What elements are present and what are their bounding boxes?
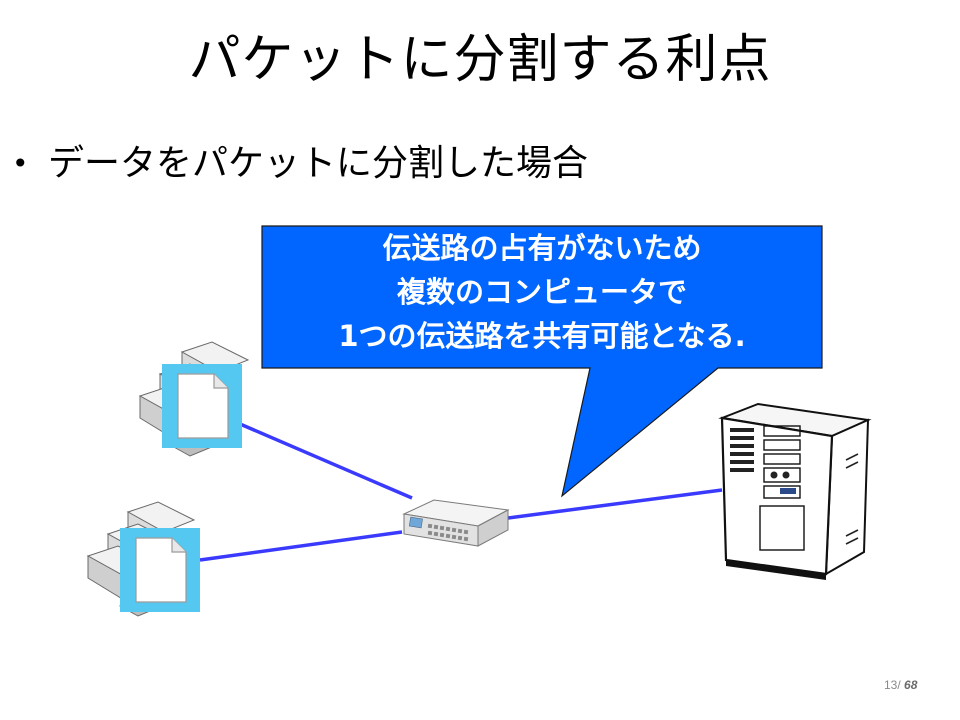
page-number: 13/ 68 — [884, 678, 917, 692]
callout-line-2: 複数のコンピュータで — [396, 275, 687, 309]
link-top-client-to-switch — [239, 422, 413, 500]
server — [718, 402, 872, 580]
link-bottom-client-to-switch — [199, 530, 403, 562]
document-tile-top — [162, 364, 242, 448]
document-tile-bottom — [120, 528, 200, 612]
server-tower-icon — [718, 402, 872, 580]
callout-bubble — [261, 225, 823, 498]
link-switch-to-server — [507, 488, 723, 520]
callout-line-1: 伝送路の占有がないため — [382, 231, 702, 265]
slide-title: パケットに分割する利点 — [188, 30, 772, 90]
page-total: 68 — [904, 678, 918, 692]
switch-hub-icon — [402, 499, 510, 547]
document-icon — [135, 537, 187, 603]
bullet-item: • データをパケットに分割した場合 — [12, 138, 588, 190]
page-current: 13 — [884, 678, 898, 692]
document-icon — [177, 373, 229, 439]
page-separator: / — [897, 678, 901, 692]
callout-text: 伝送路の占有がないため 複数のコンピュータで 1つの伝送路を共有可能となる. — [262, 226, 822, 358]
client-computer-bottom — [86, 501, 200, 617]
client-computer-top — [138, 341, 250, 457]
bullet-text: データをパケットに分割した場合 — [48, 143, 589, 184]
bullet-dot-icon: • — [12, 147, 29, 180]
network-switch — [402, 499, 510, 547]
callout-line-3: 1つの伝送路を共有可能となる. — [338, 319, 746, 353]
